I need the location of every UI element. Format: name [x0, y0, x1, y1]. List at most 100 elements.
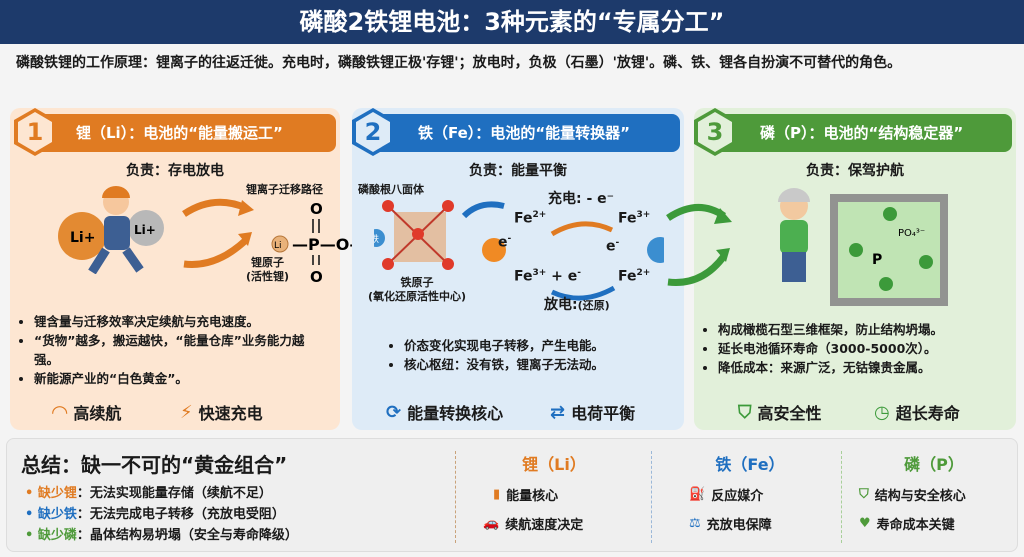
- summary-item-li: • 缺少锂：无法实现能量存储（续航不足）: [25, 486, 272, 501]
- heart-hands-icon: ♥: [859, 516, 871, 531]
- panel-header: 磷（P）：电池的“结构稳定器”: [716, 114, 1012, 152]
- feature-label: 电荷平衡: [571, 404, 636, 423]
- shield-check-icon: ⛉: [738, 401, 752, 423]
- feature-label: 超长寿命: [895, 404, 960, 423]
- intro-label: 磷酸铁锂的工作原理：: [16, 55, 156, 71]
- panel-phosphorus: 磷（P）：电池的“结构稳定器” 3 负责：保驾护航 P PO₄³⁻ 构成橄榄石型…: [666, 108, 1016, 430]
- col-item: 续航速度决定: [505, 518, 584, 533]
- li-bullets: 锂含量与迁移效率决定续航与充电速度。 “货物”越多，搬运越快，“能量仓库”业务能…: [18, 312, 318, 388]
- balance-scale-icon: ⚖: [689, 516, 701, 531]
- double-bond-bottom: [312, 255, 320, 265]
- li-atom-name: 锂原子: [251, 256, 285, 269]
- number-badge: 3: [694, 108, 736, 156]
- duty-text: 负责：能量平衡: [469, 163, 567, 179]
- bullet: “货物”越多，搬运越快，“能量仓库”业务能力越强。: [34, 331, 318, 369]
- clock-icon: ◷: [874, 401, 890, 423]
- svg-text:P: P: [872, 252, 882, 268]
- li-atom-label: Li: [274, 241, 282, 251]
- charge-balance-icon: ⇄: [550, 401, 566, 423]
- discharge-text: 放电:: [544, 297, 578, 313]
- summary-key: 缺少铁: [37, 507, 77, 522]
- fe2-species: Fe2+: [514, 210, 547, 227]
- col-item: 结构与安全核心: [874, 489, 966, 504]
- summary-item-fe: • 缺少铁：无法完成电子转移（充放电受阻）: [25, 507, 285, 522]
- feature-energy-core: ⟳ 能量转换核心: [386, 400, 503, 424]
- intro-body: 锂离子的往返迁徙。充电时，磷酸铁锂正极'存锂'；放电时，负极（石墨）'放锂'。磷…: [156, 55, 902, 71]
- li-bag-label: Li+: [134, 223, 156, 237]
- feature-label: 能量转换核心: [407, 404, 504, 423]
- panel-header: 锂（Li）：电池的“能量搬运工”: [32, 114, 336, 152]
- panel-iron: 铁（Fe）：电池的“能量转换器” 2 负责：能量平衡 磷酸根八面体 铁 充电: …: [352, 108, 684, 430]
- number-badge: 2: [352, 108, 394, 156]
- summary-text: ：晶体结构易坍塌（安全与寿命降级）: [76, 528, 298, 543]
- col-item: 充放电保障: [706, 518, 772, 533]
- li-atom-label: 锂原子(活性锂): [246, 256, 289, 284]
- duty-text: 负责：保驾护航: [806, 163, 904, 179]
- double-bond-top: [312, 219, 320, 233]
- summary-text: ：无法完成电子转移（充放电受阻）: [76, 507, 285, 522]
- feature-safety: ⛉高安全性: [738, 400, 822, 424]
- li-bag-label: Li+: [70, 230, 95, 246]
- fe2-species: Fe2+: [618, 268, 651, 285]
- badge-number: 2: [356, 112, 390, 152]
- summary-title: 总结：缺一不可的“黄金组合”: [21, 453, 288, 477]
- fuel-pump-icon: ⛽: [689, 487, 706, 502]
- col-item: 能量核心: [506, 489, 559, 504]
- bullet: 延长电池循环寿命（3000-5000次）。: [718, 339, 1016, 358]
- divider: [651, 451, 652, 543]
- panel-lithium: 锂（Li）：电池的“能量搬运工” 1 负责：存电放电 Li+ Li+ 锂离子迁移…: [10, 108, 360, 430]
- panel-header: 铁（Fe）：电池的“能量转换器”: [374, 114, 680, 152]
- col-item: 寿命成本关键: [876, 518, 955, 533]
- energy-cycle-icon: ⟳: [386, 401, 402, 423]
- duty-text: 负责：存电放电: [126, 163, 224, 179]
- bullet: 降低成本：来源广泛，无钴镍贵金属。: [718, 358, 1016, 377]
- fe-bullets: 价态变化实现电子转移，产生电能。 核心枢纽：没有铁，锂离子无法动。: [388, 336, 678, 374]
- fe3-plus-electron: Fe3+ + e-: [514, 268, 582, 285]
- discharge-label: 放电:(还原): [544, 294, 610, 314]
- number-badge: 1: [14, 108, 56, 156]
- summary-col-li: 锂（Li） ▮ 能量核心 🚗 续航速度决定: [469, 451, 639, 543]
- li-path-label: 锂离子迁移路径: [246, 183, 323, 196]
- summary-list: • 缺少锂：无法实现能量存储（续航不足） • 缺少铁：无法完成电子转移（充放电受…: [25, 483, 298, 546]
- electron: e-: [498, 234, 512, 251]
- po4-label: PO₄³⁻: [898, 228, 925, 239]
- shield-icon: ⛉: [859, 487, 869, 502]
- bullet: 核心枢纽：没有铁，锂离子无法动。: [404, 355, 678, 374]
- intro-text: 磷酸铁锂的工作原理：锂离子的往返迁徙。充电时，磷酸铁锂正极'存锂'；放电时，负极…: [16, 52, 1016, 74]
- summary-box: 总结：缺一不可的“黄金组合” • 缺少锂：无法实现能量存储（续航不足） • 缺少…: [6, 438, 1018, 552]
- p-bullets: 构成橄榄石型三维框架，防止结构坍塌。 延长电池循环寿命（3000-5000次）。…: [702, 320, 1016, 377]
- bullet: 新能源产业的“白色黄金”。: [34, 369, 318, 388]
- summary-key: 缺少锂: [37, 486, 77, 501]
- badge-number: 3: [698, 112, 732, 152]
- fast-charge-icon: ⚡: [180, 401, 193, 423]
- speedometer-icon: ◠: [52, 400, 68, 424]
- summary-col-fe: 铁（Fe） ⛽ 反应媒介 ⚖ 充放电保障: [665, 451, 835, 543]
- worker-illustration: Li+ Li+: [58, 186, 254, 274]
- feature-long-life: ◷ 超长寿命: [874, 400, 960, 424]
- fe-atom-name: 铁原子: [400, 276, 434, 289]
- electron: e-: [606, 238, 620, 255]
- li-atom-note: (活性锂): [246, 270, 290, 283]
- battery-icon: ▮: [493, 487, 501, 502]
- col-title: 铁（Fe）: [715, 455, 785, 474]
- framework-illustration: P PO₄³⁻: [666, 188, 948, 306]
- col-item: 反应媒介: [711, 489, 764, 504]
- divider: [841, 451, 842, 543]
- svg-text:O: O: [310, 268, 323, 286]
- bullet: 价态变化实现电子转移，产生电能。: [404, 336, 678, 355]
- summary-item-p: • 缺少磷：晶体结构易坍塌（安全与寿命降级）: [25, 528, 298, 543]
- feature-label: 快速充电: [198, 404, 263, 423]
- summary-col-p: 磷（P） ⛉结构与安全核心 ♥寿命成本关键: [849, 451, 1019, 543]
- fe-atom-label: 铁: [374, 233, 379, 245]
- badge-number: 1: [18, 112, 52, 152]
- car-icon: 🚗: [483, 516, 500, 531]
- octahedron-label: 磷酸根八面体: [358, 183, 424, 196]
- discharge-note: (还原): [577, 299, 610, 312]
- svg-text:—P—O—: —P—O—: [292, 235, 360, 254]
- fe3-species: Fe3+: [618, 210, 651, 227]
- redox-illustration: 铁: [374, 200, 664, 301]
- bullet: 构成橄榄石型三维框架，防止结构坍塌。: [718, 320, 1016, 339]
- divider: [455, 451, 456, 543]
- summary-key: 缺少磷: [37, 528, 77, 543]
- col-title: 锂（Li）: [522, 455, 586, 474]
